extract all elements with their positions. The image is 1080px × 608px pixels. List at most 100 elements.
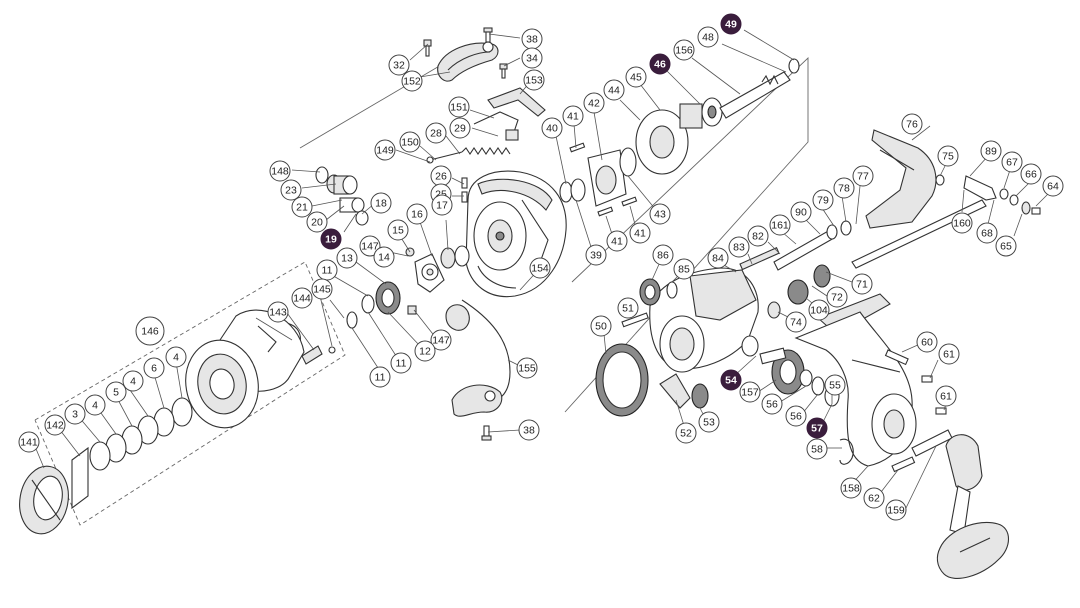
drag-knob-141 (19, 465, 69, 535)
callout-c79: 79 (812, 189, 834, 211)
callout-c60: 60 (916, 331, 938, 353)
callout-c3: 3 (64, 403, 86, 425)
callout-bubble (951, 212, 973, 234)
part-number-label: 14 (378, 252, 390, 264)
clutch-parts (559, 58, 800, 207)
part-number-label: 41 (567, 111, 579, 123)
part-number-label: 29 (454, 123, 466, 135)
callout-bubble (863, 487, 885, 509)
callout-c152: 152 (401, 70, 423, 92)
part-number-label: 154 (531, 263, 549, 275)
part-number-label: 18 (375, 198, 387, 210)
callout-bubble (64, 403, 86, 425)
callout-c18: 18 (370, 192, 392, 214)
callout-c52: 52 (675, 422, 697, 444)
part-number-label: 86 (657, 250, 669, 262)
part-number-label: 38 (523, 425, 535, 437)
callout-c155: 155 (516, 357, 538, 379)
part-number-label: 67 (1006, 157, 1018, 169)
part-number-label: 151 (450, 102, 468, 114)
part-number-label: 3 (72, 409, 78, 421)
callout-c149: 149 (374, 139, 396, 161)
drag-washers (71, 397, 193, 510)
callout-c141: 141 (18, 431, 40, 453)
callout-c86: 86 (652, 244, 674, 266)
callout-bubble (291, 196, 313, 218)
callout-bubble (649, 203, 671, 225)
callout-c55: 55 (824, 374, 846, 396)
callout-c40: 40 (541, 117, 563, 139)
part-number-label: 53 (703, 417, 715, 429)
callout-c53: 53 (698, 411, 720, 433)
callout-c11a: 11 (316, 259, 338, 281)
callout-c6: 6 (143, 357, 165, 379)
part-number-label: 144 (293, 293, 311, 305)
callout-bubble (938, 343, 960, 365)
callout-bubble (373, 246, 395, 268)
callout-c42: 42 (583, 92, 605, 114)
callout-bubble (739, 381, 761, 403)
callout-c57: 57 (806, 417, 828, 439)
callout-bubble (516, 357, 538, 379)
part-number-label: 66 (1025, 169, 1037, 181)
anti-reverse-lever (865, 129, 1041, 229)
part-number-label: 148 (271, 166, 289, 178)
callout-bubble (728, 236, 750, 258)
callout-c61a: 61 (938, 343, 960, 365)
drive-gear-13 (346, 281, 401, 329)
callout-bubble (105, 381, 127, 403)
part-number-label: 34 (526, 53, 538, 65)
callout-c11c: 11 (369, 366, 391, 388)
callout-bubble (388, 54, 410, 76)
part-number-label: 68 (981, 228, 993, 240)
callout-c46: 46 (649, 53, 671, 75)
callout-c71: 71 (851, 273, 873, 295)
callout-bubble (585, 244, 607, 266)
callout-c158: 158 (840, 477, 862, 499)
clip-58 (839, 438, 854, 465)
callout-c4c: 4 (84, 394, 106, 416)
callout-c66: 66 (1020, 163, 1042, 185)
part-number-label: 39 (590, 250, 602, 262)
part-number-label: 147 (432, 335, 450, 347)
callout-c51: 51 (617, 297, 639, 319)
part-number-label: 71 (856, 279, 868, 291)
callout-bubble (629, 222, 651, 244)
part-number-label: 158 (842, 483, 860, 495)
callout-bubble (785, 405, 807, 427)
callout-c150: 150 (399, 131, 421, 153)
part-number-label: 20 (311, 217, 323, 229)
callout-c15: 15 (387, 219, 409, 241)
part-number-label: 61 (943, 349, 955, 361)
part-number-label: 147 (361, 241, 379, 253)
callout-c75: 75 (937, 145, 959, 167)
part-number-label: 55 (829, 380, 841, 392)
callout-bubble (806, 417, 828, 439)
callout-bubble (122, 370, 144, 392)
callout-c29: 29 (449, 117, 471, 139)
callout-bubble (44, 414, 66, 436)
callout-bubble (935, 385, 957, 407)
part-number-label: 79 (817, 195, 829, 207)
spool (185, 309, 305, 429)
part-number-label: 75 (942, 151, 954, 163)
callout-bubble (707, 247, 729, 269)
part-number-label: 76 (906, 119, 918, 131)
part-number-label: 65 (1000, 241, 1012, 253)
part-number-label: 17 (436, 200, 448, 212)
callout-bubble (761, 393, 783, 415)
callout-bubble (406, 203, 428, 225)
callout-bubble (833, 177, 855, 199)
callout-c21: 21 (291, 196, 313, 218)
part-number-label: 83 (733, 242, 745, 254)
part-number-label: 57 (811, 423, 823, 435)
callout-bubble (603, 79, 625, 101)
pinion-stack (405, 245, 470, 293)
callout-c48: 48 (697, 26, 719, 48)
callout-bubble (1020, 163, 1042, 185)
bearing-74 (767, 301, 781, 319)
gear-71 (787, 264, 831, 305)
callout-c72: 72 (826, 286, 848, 308)
